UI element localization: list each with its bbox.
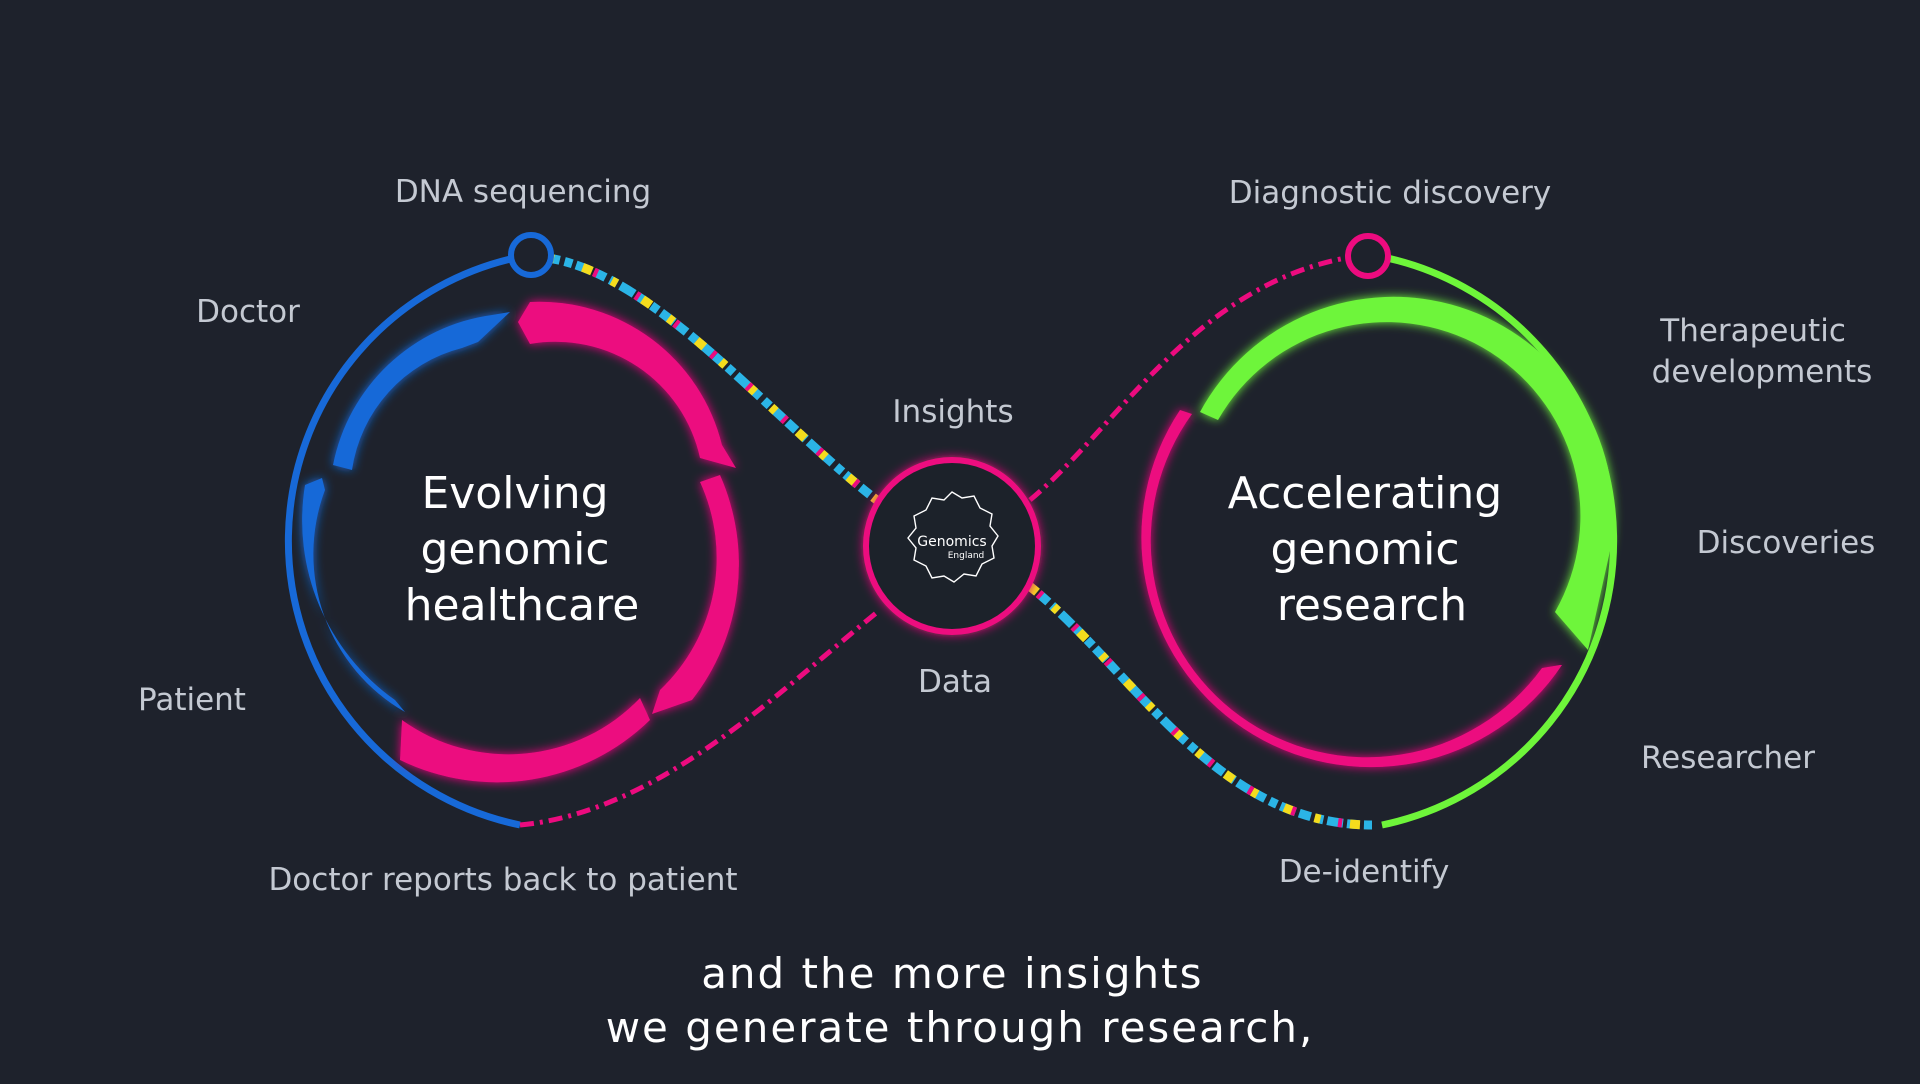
hub-logo-name: Genomics	[917, 534, 986, 550]
caption-line-1: and the more insights	[701, 949, 1203, 998]
diagnostic-discovery-node	[1345, 233, 1391, 279]
arrow-right-side	[652, 475, 739, 714]
arrow-doctor-to-sequencing	[333, 312, 510, 470]
label-doctor-reports: Doctor reports back to patient	[268, 862, 737, 898]
dotted-path-data-to-diagnostic	[519, 252, 1366, 828]
label-dna-sequencing: DNA sequencing	[395, 174, 651, 210]
arrow-patient-to-doctor	[302, 478, 405, 712]
right-cycle-title: Accelerating genomic research	[1228, 468, 1516, 631]
dna-strand-path	[547, 253, 1373, 830]
label-doctor: Doctor	[196, 294, 300, 330]
left-title-line-1: Evolving	[421, 468, 608, 519]
right-title-line-2: genomic	[1270, 524, 1459, 575]
caption-line-2: we generate through research,	[606, 1003, 1315, 1052]
left-outer-ring	[284, 251, 531, 829]
label-therapeutic-line-2: developments	[1652, 354, 1873, 390]
label-patient: Patient	[138, 682, 246, 718]
arrow-therapeutic-to-discoveries	[1200, 296, 1614, 650]
label-data: Data	[918, 664, 992, 700]
dna-sequencing-node	[508, 232, 554, 278]
genomics-england-hub: Genomics England	[863, 457, 1041, 635]
right-title-line-1: Accelerating	[1228, 468, 1502, 519]
label-insights: Insights	[892, 394, 1013, 430]
left-title-line-2: genomic	[420, 524, 609, 575]
arrow-sequencing-to-cycle	[518, 301, 736, 468]
gear-icon	[907, 491, 999, 583]
label-de-identify: De-identify	[1279, 854, 1450, 890]
arrow-reports-to-patient	[400, 698, 650, 783]
left-cycle-title: Evolving genomic healthcare	[405, 468, 640, 631]
right-outer-ring	[1371, 251, 1618, 829]
subtitle-caption: and the more insights we generate throug…	[606, 949, 1315, 1052]
label-diagnostic-discovery: Diagnostic discovery	[1229, 175, 1552, 211]
right-title-line-3: research	[1277, 580, 1467, 631]
hub-ring	[863, 457, 1041, 635]
label-discoveries: Discoveries	[1697, 525, 1876, 561]
label-researcher: Researcher	[1641, 740, 1815, 776]
dna-strand-accents	[547, 253, 1373, 830]
hub-logo-sub: England	[948, 551, 985, 561]
label-therapeutic-line-1: Therapeutic	[1659, 313, 1846, 349]
label-therapeutic-developments: Therapeutic developments	[1652, 313, 1873, 390]
left-title-line-3: healthcare	[405, 580, 640, 631]
